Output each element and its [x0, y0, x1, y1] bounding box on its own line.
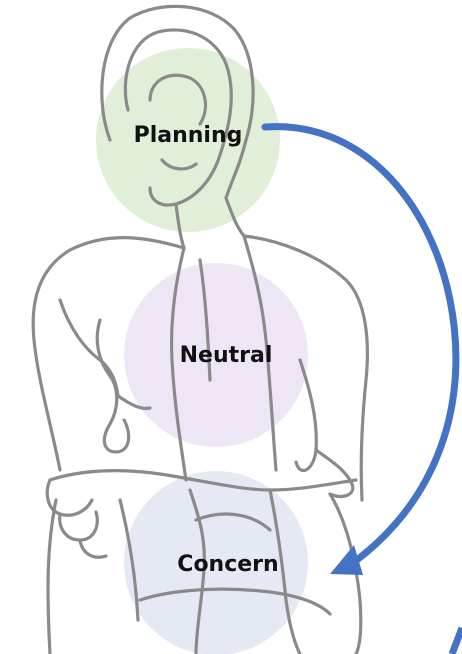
concern-label: Concern [177, 552, 278, 577]
corner-line [452, 628, 462, 654]
neutral-label: Neutral [180, 343, 273, 368]
planning-label: Planning [134, 123, 243, 148]
arrow-head-icon [330, 545, 363, 575]
